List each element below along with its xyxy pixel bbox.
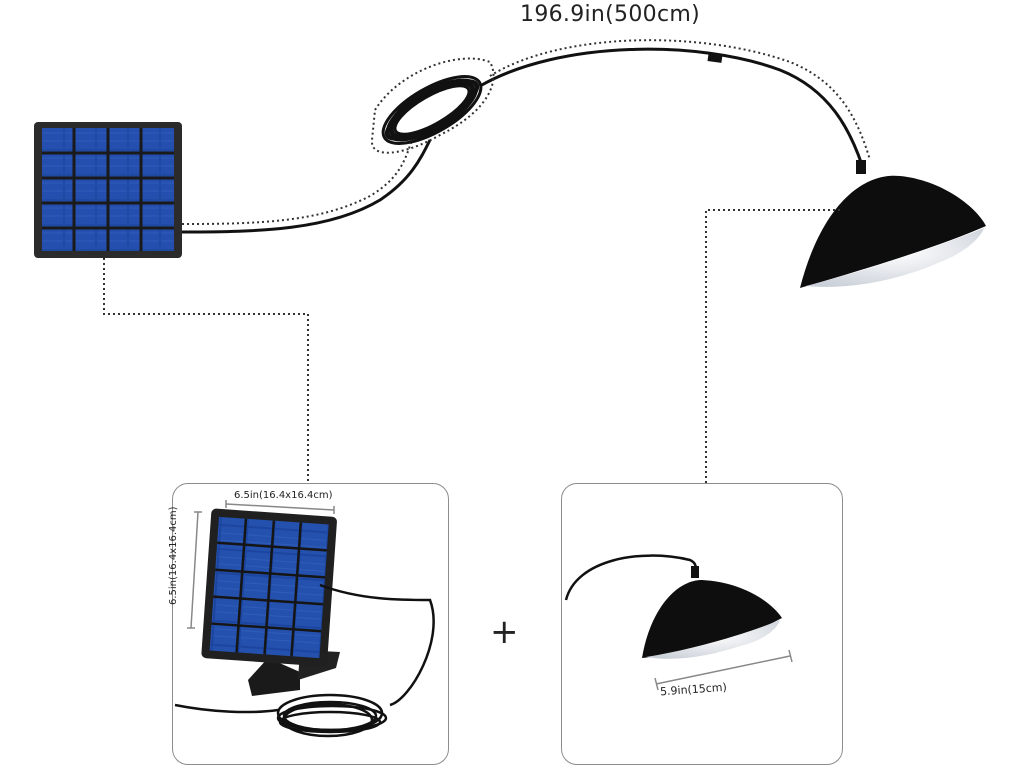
cable-connector	[707, 53, 723, 63]
cable-coil	[381, 75, 483, 145]
pendant-lamp-top	[800, 160, 986, 288]
cable-dotted-outline	[181, 39, 871, 225]
cable-length-label: 196.9in(500cm)	[520, 2, 700, 27]
solar-panel-top	[34, 122, 182, 258]
lamp-detail-box	[561, 483, 843, 765]
cable	[181, 47, 864, 234]
panel-width-dimension: 6.5in(16.4x16.4cm)	[234, 490, 333, 501]
plus-sign: +	[490, 612, 519, 652]
detail-pointer-lines	[103, 209, 840, 483]
panel-detail-box	[172, 483, 449, 765]
panel-height-dimension: 6.5in(16.4x16.4cm)	[168, 506, 179, 605]
